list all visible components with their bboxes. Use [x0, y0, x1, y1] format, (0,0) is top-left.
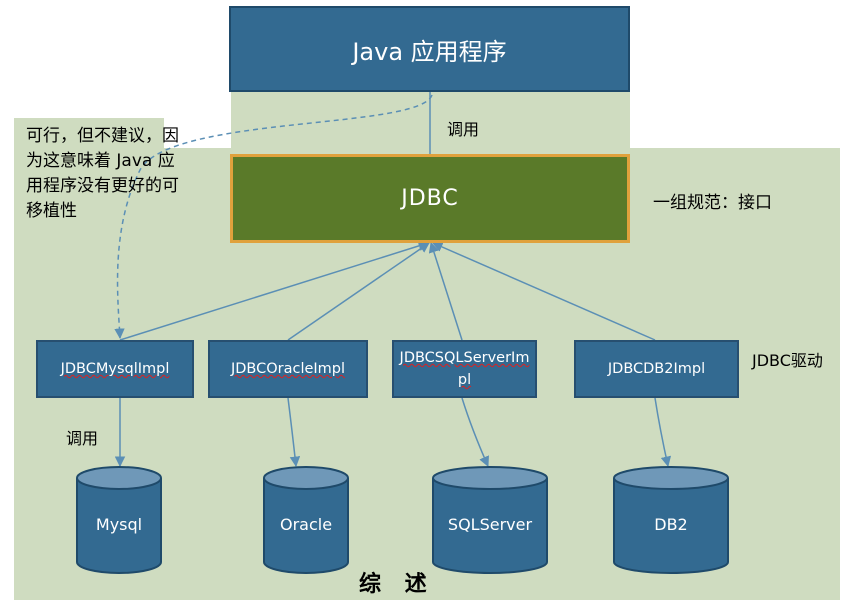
- impl-label: JDBCSQLServerImpl: [399, 350, 530, 388]
- impl-box-mysql: JDBCMysqlImpl: [36, 340, 194, 398]
- background-note: [14, 118, 164, 158]
- database-mysql: Mysql: [76, 466, 162, 574]
- edge-mysql-jdbc: [119, 240, 430, 341]
- impl-label: JDBCOracleImpl: [230, 361, 346, 377]
- impl-box-sqlserver: JDBCSQLServerImpl: [392, 340, 537, 398]
- diagram-title: 综 述: [359, 572, 435, 597]
- impl-label: JDBCMysqlImpl: [60, 361, 170, 377]
- edge-db2-jdbc: [432, 241, 656, 341]
- java-app-box: Java 应用程序: [229, 6, 630, 92]
- annotation-note: 可行，但不建议，因为这意味着 Java 应用程序没有更好的可移植性: [26, 126, 179, 221]
- database-label: SQLServer: [448, 515, 533, 534]
- annotation-driver: JDBC驱动: [752, 351, 823, 370]
- edge-db2-db: [654, 397, 672, 468]
- impl-box-oracle: JDBCOracleImpl: [208, 340, 368, 398]
- database-oracle: Oracle: [263, 466, 349, 574]
- edge-app-mysql-dashed: [114, 94, 433, 340]
- edge-oracle-db: [287, 397, 301, 468]
- impl-label: JDBCDB2Impl: [607, 361, 706, 377]
- database-db2: DB2: [613, 466, 729, 574]
- annotation-spec: 一组规范：接口: [653, 193, 772, 213]
- edge-sqlserver-jdbc: [428, 241, 463, 341]
- impl-box-db2: JDBCDB2Impl: [574, 340, 739, 398]
- edge-label-call-bottom: 调用: [66, 429, 99, 448]
- edge-sqlserver-db: [461, 397, 489, 467]
- edge-label-call-top: 调用: [447, 120, 480, 139]
- database-sqlserver: SQLServer: [432, 466, 548, 574]
- database-label: DB2: [654, 515, 687, 534]
- jdbc-interface-box: JDBC: [230, 154, 630, 243]
- edge-oracle-jdbc: [287, 242, 430, 341]
- database-label: Oracle: [280, 515, 332, 534]
- database-label: Mysql: [96, 515, 142, 534]
